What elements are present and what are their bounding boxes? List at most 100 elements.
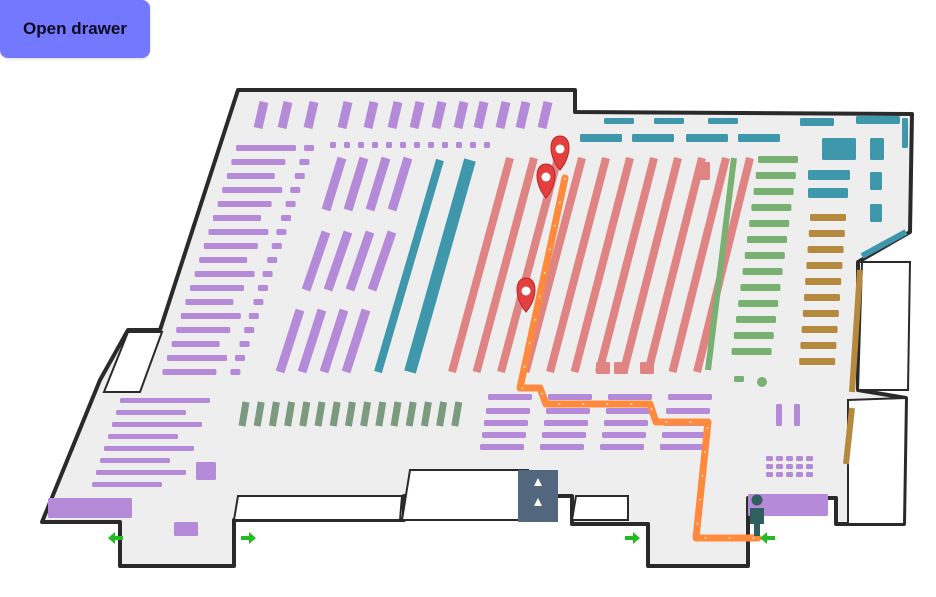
shelf-unit [740, 284, 781, 291]
shelf-unit [442, 142, 448, 148]
escalator[interactable] [518, 470, 558, 522]
shelf-unit [619, 157, 682, 373]
shelf-unit [870, 138, 884, 160]
shelf-unit [236, 145, 296, 151]
shelf-unit [96, 470, 186, 475]
shelf-unit [208, 229, 269, 235]
shelf-unit [456, 142, 462, 148]
map-pin-3[interactable] [516, 277, 536, 313]
shelf-unit [314, 401, 326, 427]
shelf-unit [248, 313, 259, 319]
person-icon [750, 508, 764, 536]
shelf-unit [786, 472, 793, 477]
shelf-unit [753, 188, 794, 195]
shelf-unit [738, 134, 780, 142]
shelf-unit [542, 432, 586, 438]
shelf-unit [100, 458, 170, 463]
shelf-unit [203, 243, 258, 249]
shelving-gold [799, 214, 863, 465]
shelf-unit [794, 404, 800, 426]
shelf-unit [808, 188, 848, 198]
shelf-unit [284, 401, 296, 427]
shelf-unit [644, 157, 706, 373]
person-icon-head [751, 494, 763, 506]
shelving-purple-top [253, 100, 553, 130]
map-pin-center [521, 286, 531, 296]
shelf-unit [734, 376, 744, 382]
shelf-unit [822, 138, 856, 160]
shelf-unit [285, 201, 296, 207]
shelf-unit [453, 100, 469, 130]
shelf-unit [600, 444, 644, 450]
shelf-unit [488, 394, 532, 400]
shelf-unit [856, 116, 900, 124]
shelf-unit [253, 401, 265, 427]
shelf-unit [482, 432, 526, 438]
shelf-unit [808, 170, 850, 180]
shelf-unit [807, 246, 844, 253]
shelf-unit [796, 472, 803, 477]
shelf-unit [319, 308, 349, 374]
shelf-unit [660, 444, 704, 450]
shelf-unit [736, 316, 776, 323]
shelf-unit [470, 142, 476, 148]
shelf-unit [602, 432, 646, 438]
shelf-unit [640, 362, 654, 374]
shelf-unit [733, 332, 774, 339]
shelf-unit [738, 300, 779, 307]
shelf-unit [668, 394, 712, 400]
shelf-unit [414, 142, 420, 148]
shelf-unit [540, 444, 584, 450]
shelf-unit [253, 100, 269, 130]
shelf-unit [843, 407, 855, 465]
shelf-unit [802, 310, 839, 317]
shelving-purple-bottom [480, 394, 828, 516]
shelf-unit [374, 158, 444, 374]
map-pin-2[interactable] [536, 163, 556, 199]
shelf-unit [801, 326, 838, 333]
shelf-unit [275, 308, 305, 374]
shelf-unit [258, 285, 268, 291]
shelf-unit [329, 401, 341, 427]
shelf-unit [776, 472, 783, 477]
shelf-unit [244, 327, 255, 333]
shelf-unit [375, 401, 387, 427]
open-drawer-button[interactable]: Open drawer [0, 0, 150, 58]
shelf-unit [755, 172, 796, 179]
shelf-unit [486, 408, 530, 414]
shelf-unit [546, 156, 610, 374]
shelf-unit [171, 341, 220, 347]
shelf-unit [537, 100, 553, 130]
shelf-unit [301, 230, 331, 292]
current-location[interactable] [750, 494, 764, 537]
shelf-unit [757, 377, 767, 387]
shelf-unit [662, 432, 706, 438]
shelf-unit [299, 401, 311, 427]
shelf-unit [363, 100, 379, 130]
shelf-unit [167, 355, 227, 361]
shelf-unit [235, 355, 245, 361]
shelf-unit [766, 472, 773, 477]
map-pin-1[interactable] [550, 135, 570, 171]
shelf-unit [387, 156, 413, 212]
shelf-unit [544, 420, 588, 426]
shelf-unit [48, 498, 132, 518]
shelf-unit [321, 156, 347, 212]
shelf-unit [870, 172, 882, 190]
shelf-unit [404, 158, 476, 374]
shelf-unit [358, 142, 364, 148]
shelf-unit [497, 156, 562, 374]
shelf-unit [766, 456, 773, 461]
backroom-block [232, 495, 404, 521]
shelf-unit [766, 464, 773, 469]
shelf-unit [473, 100, 489, 130]
shelf-unit [230, 369, 241, 375]
shelf-unit [360, 401, 372, 427]
shelf-unit [337, 100, 353, 130]
shelf-unit [387, 100, 403, 130]
shelf-unit [806, 262, 843, 269]
shelf-unit [654, 118, 684, 124]
shelf-unit [484, 420, 528, 426]
shelf-unit [420, 401, 432, 427]
